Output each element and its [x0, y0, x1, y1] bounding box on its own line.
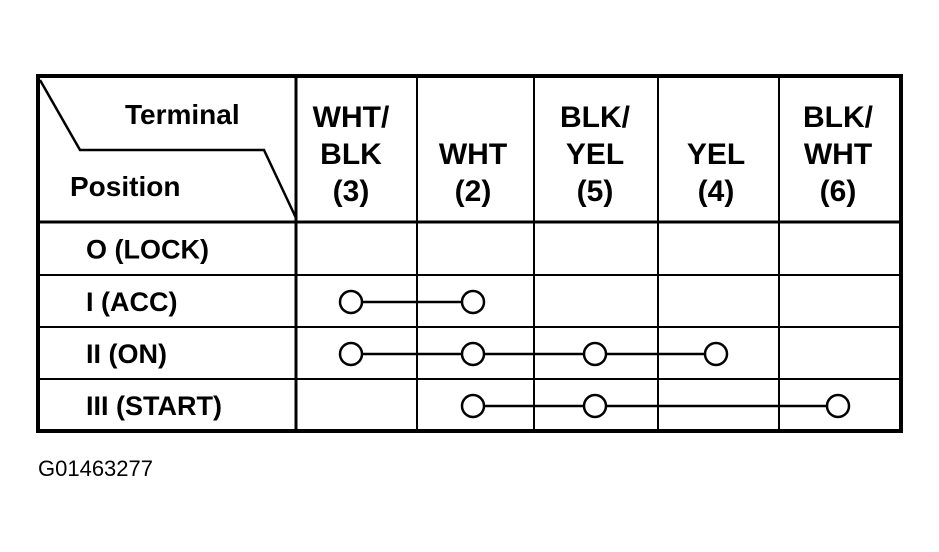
column-headers: WHT/BLK (3) WHT (2) BLK/YEL (5) YEL (4) BLK/WHT (… — [313, 101, 874, 208]
table-border — [36, 74, 903, 433]
continuity-point — [703, 341, 729, 367]
column-header-line: (6) — [820, 175, 857, 208]
continuity-point — [460, 289, 486, 315]
column-header-line: BLK — [320, 138, 382, 171]
table-grid — [36, 74, 903, 433]
column-header-line: (2) — [455, 175, 492, 208]
figure-id: G01463277 — [38, 456, 153, 481]
column-header-line: (4) — [698, 175, 735, 208]
continuity-point — [825, 393, 851, 419]
column-header-line: WHT — [804, 138, 872, 171]
column-header-line: WHT/ — [313, 101, 390, 134]
column-header-line: BLK/ — [803, 101, 874, 134]
continuity-point — [338, 289, 364, 315]
column-header-line: YEL — [566, 138, 624, 171]
corner-header-position: Position — [70, 171, 180, 202]
continuity-point — [460, 341, 486, 367]
corner-header-terminal: Terminal — [125, 99, 240, 130]
row-labels: O (LOCK) I (ACC) II (ON) III (START) — [86, 235, 222, 422]
row-label: O (LOCK) — [86, 235, 209, 265]
column-header-line: YEL — [687, 138, 745, 171]
continuity-point — [460, 393, 486, 419]
continuity-point — [582, 393, 608, 419]
row-label: I (ACC) — [86, 287, 177, 317]
column-header-line: WHT — [439, 138, 507, 171]
column-header-line: (3) — [333, 175, 370, 208]
continuity-point — [338, 341, 364, 367]
corner-diagonal — [38, 79, 298, 219]
row-label: II (ON) — [86, 339, 167, 369]
row-label: III (START) — [86, 391, 222, 421]
continuity-connections — [338, 289, 851, 419]
column-header-line: (5) — [577, 175, 614, 208]
column-header-line: BLK/ — [560, 101, 631, 134]
continuity-point — [582, 341, 608, 367]
